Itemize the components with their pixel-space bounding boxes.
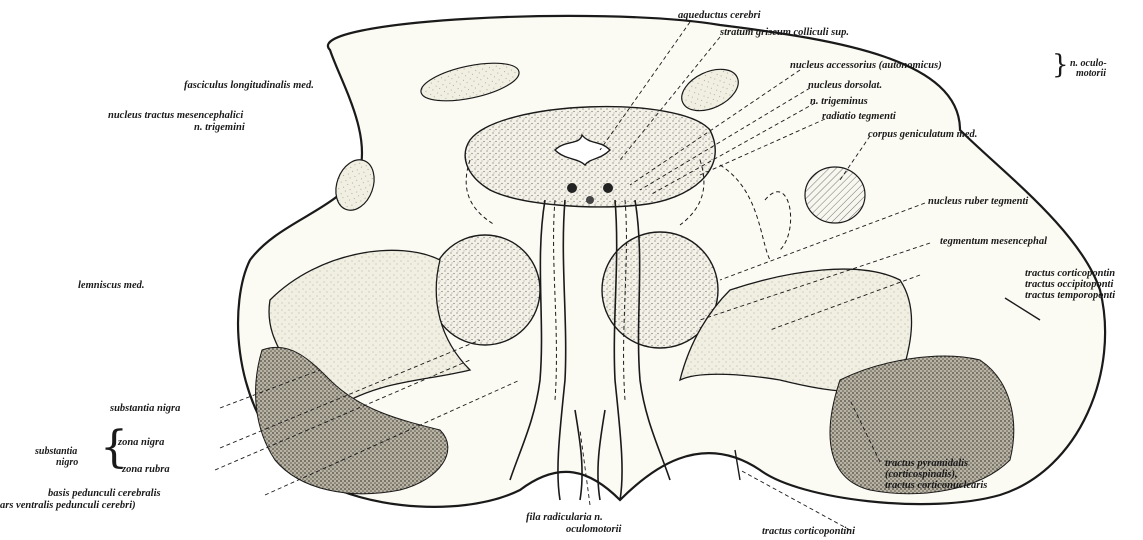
label-tegmentum-mesencephal: tegmentum mesencephal — [940, 236, 1047, 247]
label-tractus-pyramidalis: tractus pyramidalis — [885, 458, 968, 469]
label-tractus-corticopontin: tractus corticopontin — [1025, 268, 1115, 279]
label-oculomotorii: oculomotorii — [566, 524, 621, 535]
nucleus-ruber-left — [430, 235, 540, 345]
label-pars-ventralis: ars ventralis pedunculi cerebri) — [0, 500, 136, 511]
label-zona-nigra: zona nigra — [118, 437, 164, 448]
label-nucleus-tractus-mesencephalici: nucleus tractus mesencephalici — [108, 110, 243, 121]
label-nucleus-ruber: nucleus ruber tegmenti — [928, 196, 1028, 207]
label-zona-rubra: zona rubra — [122, 464, 170, 475]
label-tractus-corticonuclearis: tractus corticonuclearis — [885, 480, 987, 491]
label-stratum-griseum: stratum griseum colliculi sup. — [720, 27, 849, 38]
label-lemniscus-med: lemniscus med. — [78, 280, 145, 291]
label-nigro: nigro — [56, 457, 78, 468]
label-n-trigeminus: n. trigeminus — [810, 96, 868, 107]
label-fila-radicularia: fila radicularia n. — [526, 512, 603, 523]
label-motorii: motorii — [1076, 68, 1106, 79]
label-fasciculus-longitudinalis: fasciculus longitudinalis med. — [184, 80, 314, 91]
label-basis-pedunculi: basis pedunculi cerebralis — [48, 488, 161, 499]
label-corticospinalis: (corticospinalis), — [885, 469, 958, 480]
label-nucleus-dorsolat: nucleus dorsolat. — [808, 80, 882, 91]
label-radiatio-tegmenti: radiatio tegmenti — [822, 111, 896, 122]
label-aqueductus-cerebri: aqueductus cerebri — [678, 10, 761, 21]
label-tractus-occipitoponti: tractus occipitoponti — [1025, 279, 1113, 290]
label-corpus-geniculatum: corpus geniculatum med. — [868, 129, 977, 140]
label-substantia-nigra: substantia nigra — [110, 403, 180, 414]
geniculate-oval-right — [805, 167, 865, 223]
label-substantia: substantia — [35, 446, 77, 457]
label-n-trigemini: n. trigemini — [194, 122, 245, 133]
label-tractus-temporoponti: tractus temporoponti — [1025, 290, 1115, 301]
label-nucleus-accessorius: nucleus accessorius (autonomicus) — [790, 60, 942, 71]
brace-oculomotorii: } — [1052, 52, 1069, 78]
label-tractus-corticopontini: tractus corticopontini — [762, 526, 855, 537]
